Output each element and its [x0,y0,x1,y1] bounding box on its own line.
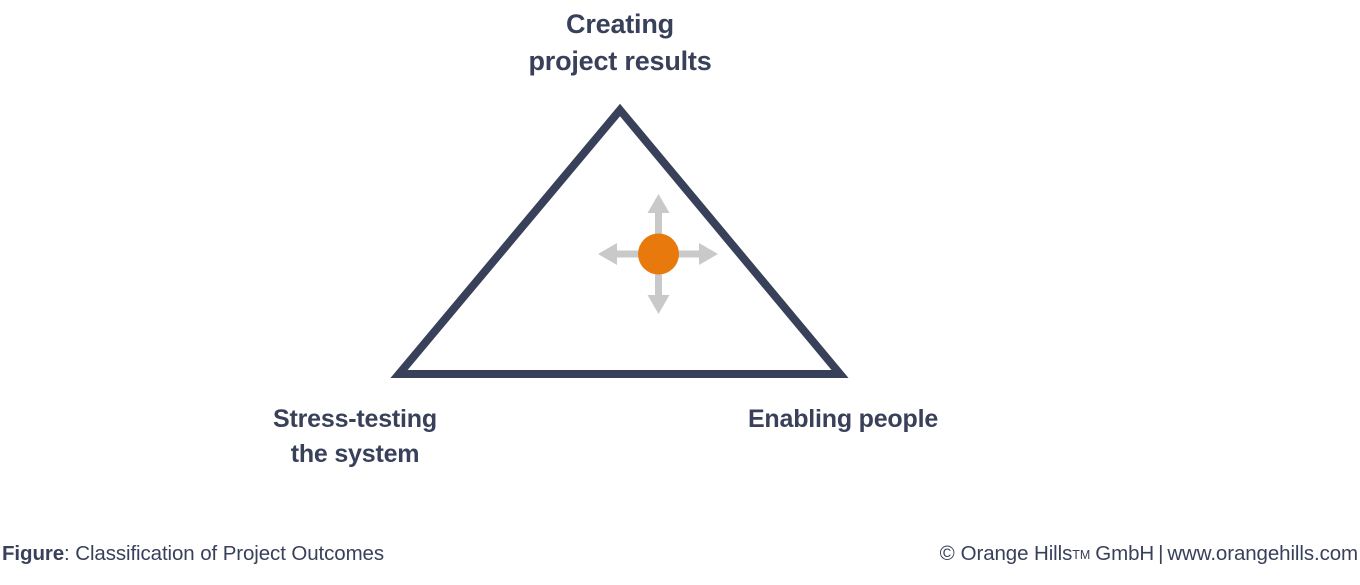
trademark-icon: TM [1072,548,1091,562]
arrow-down-icon [647,254,670,314]
triangle-outline [390,103,849,378]
corner-label-bottom-right: Enabling people [747,405,939,433]
website-link[interactable]: www.orangehills.com [1167,542,1358,565]
company-name: Orange Hills [960,542,1073,565]
figure-caption-text: : Classification of Project Outcomes [64,542,385,565]
orange-dot-marker [638,233,679,275]
arrow-left-icon [598,243,658,265]
figure-footer: Figure: Classification of Project Outcom… [0,531,1360,585]
corner-label-top: Creating project results [528,9,712,77]
four-way-arrows-icon [598,194,718,314]
copyright-icon: © [939,542,955,565]
corner-label-bottom-left: Stress-testing the system [273,405,437,468]
arrow-up-icon [647,194,670,254]
legal-form: GmbH [1095,542,1155,565]
arrow-right-icon [658,243,718,265]
footer-separator: | [1158,542,1164,565]
figure-caption-label: Figure [2,542,65,565]
figure-caption: Figure: Classification of Project Outcom… [2,542,384,566]
